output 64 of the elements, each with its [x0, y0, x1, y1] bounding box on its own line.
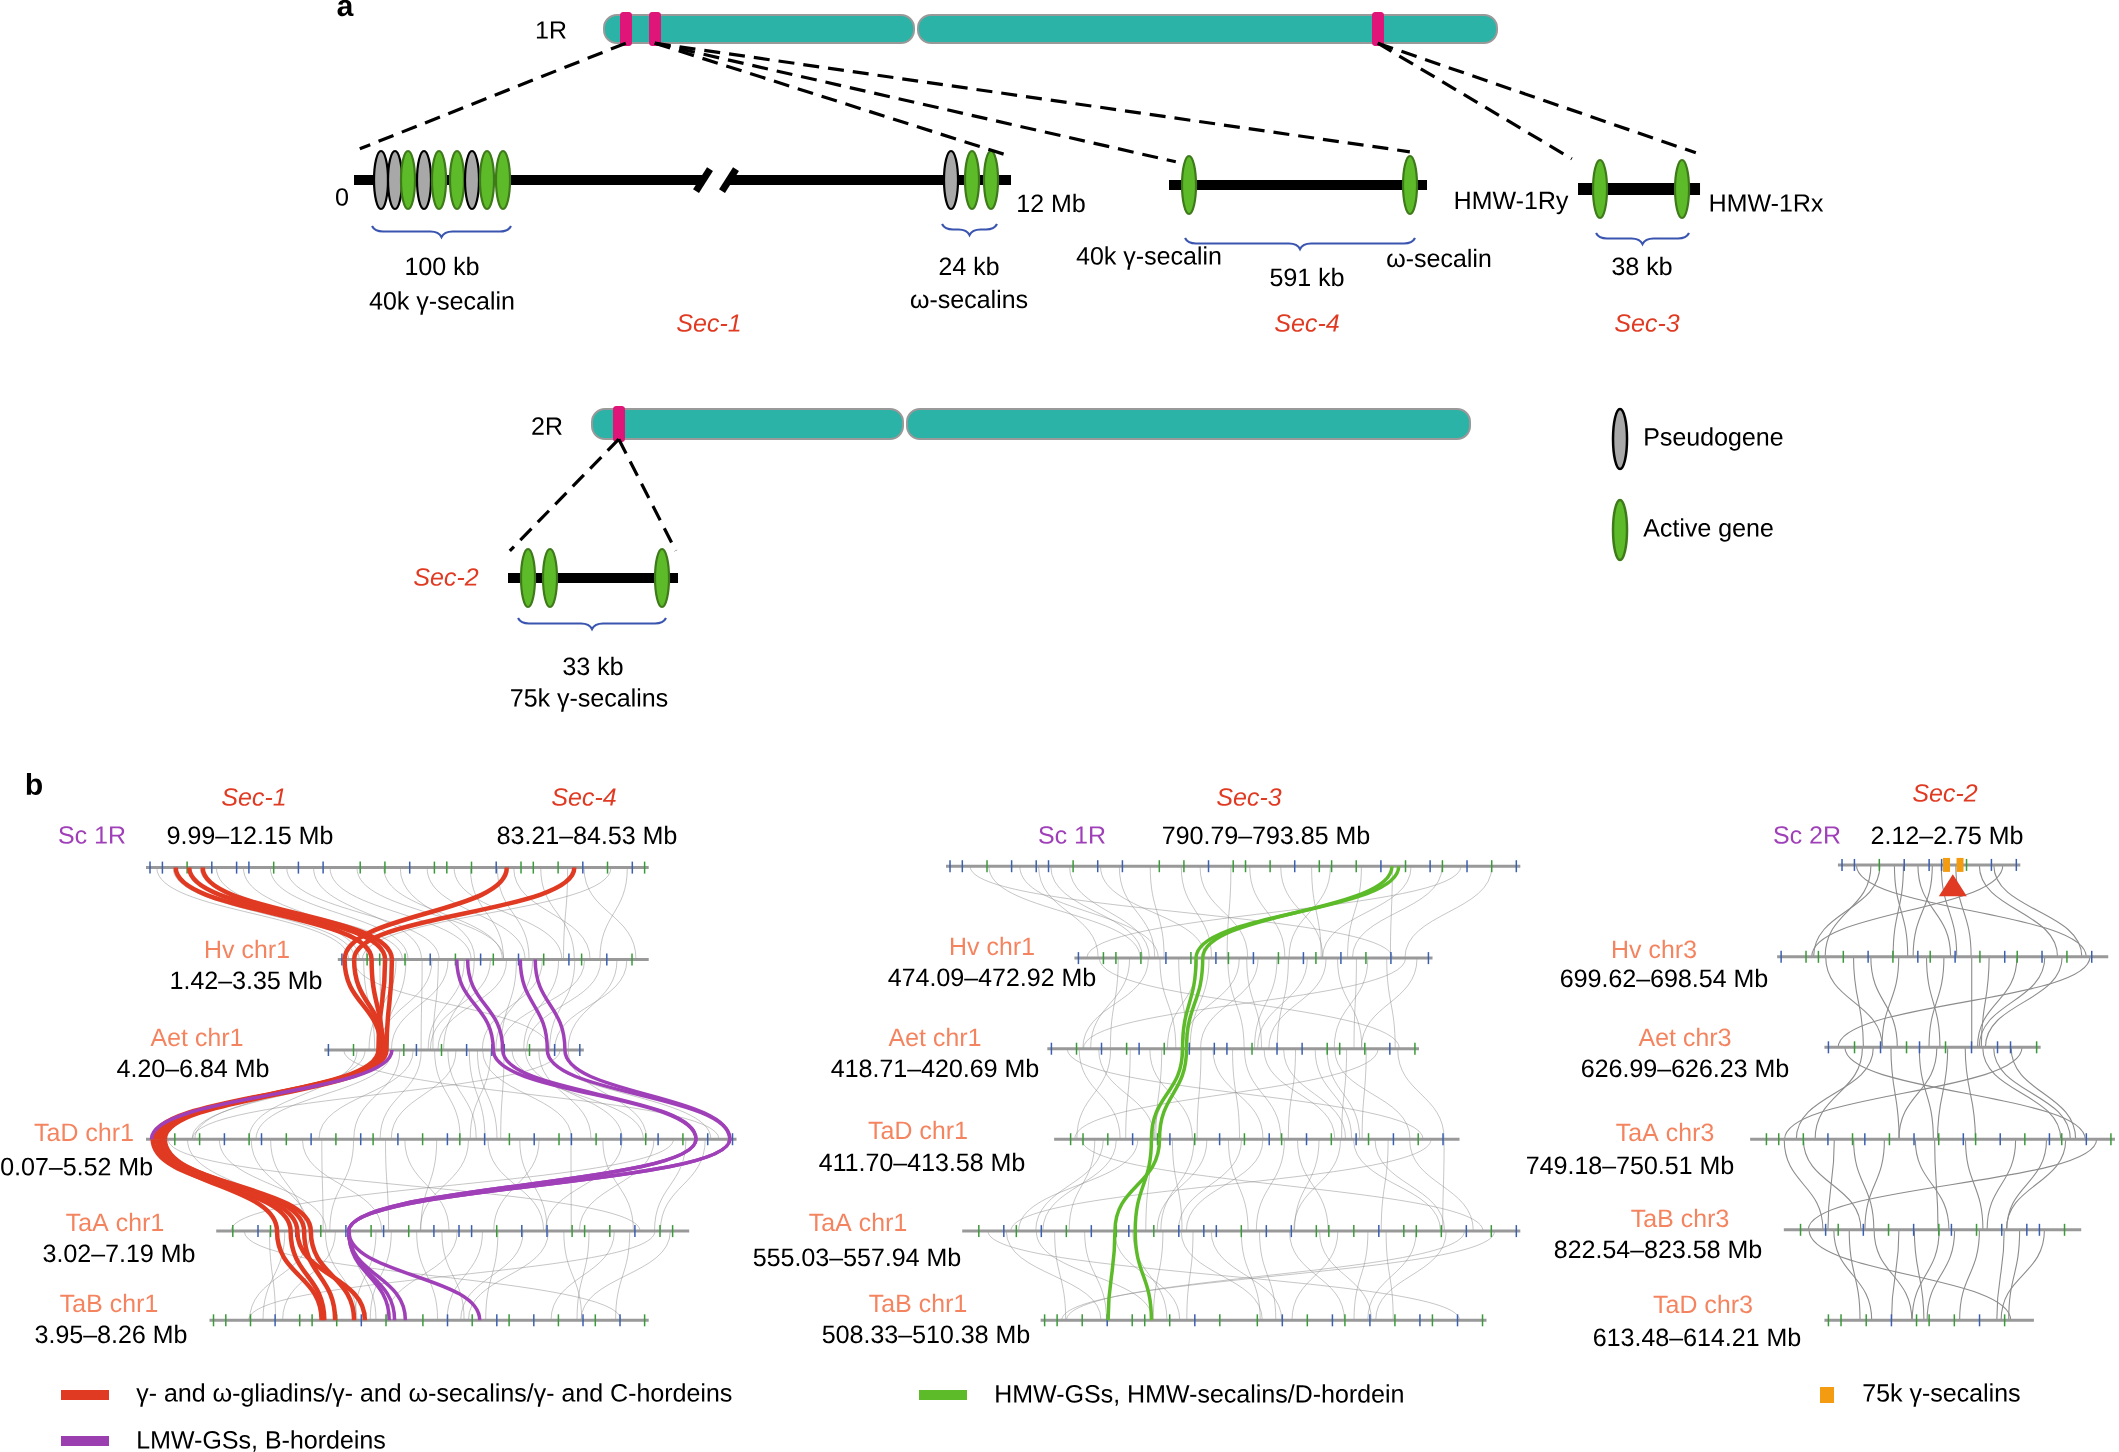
legend-text: LMW-GSs, B-hordeins: [138, 1430, 385, 1452]
chromosome-label: Hv chr1: [206, 939, 289, 959]
chromosome-label: TaD chr3: [1653, 1294, 1752, 1314]
annotation-text: 38 kb: [1612, 256, 1672, 276]
annotation-text: 508.33–510.38 Mb: [822, 1324, 1030, 1344]
annotation-text: 3.95–8.26 Mb: [35, 1324, 187, 1344]
panel-letter: a: [337, 0, 354, 17]
annotation-text: 1.42–3.35 Mb: [171, 970, 322, 990]
chromosome-label: 1R: [536, 21, 566, 39]
annotation-text: 83.21–84.53 Mb: [497, 825, 677, 845]
annotation-text: 626.99–626.23 Mb: [1582, 1058, 1789, 1078]
annotation-text: 40k γ-secalin: [369, 291, 514, 315]
annotation-text: 100 kb: [406, 256, 479, 276]
annotation-text: HMW-1Ry: [1455, 191, 1569, 215]
annotation-text: 418.71–420.69 Mb: [831, 1058, 1039, 1078]
legend-text: 75k γ-secalins: [1863, 1383, 2020, 1407]
locus-label: Sec-3: [1615, 314, 1680, 332]
annotation-text: 75k γ-secalins: [511, 688, 668, 712]
annotation-text: 4.20–6.84 Mb: [117, 1058, 269, 1078]
chromosome-label: TaB chr1: [60, 1293, 158, 1313]
legend-text: Pseudogene: [1645, 427, 1783, 451]
annotation-text: ω-secalins: [910, 289, 1028, 309]
chromosome-label: 2R: [532, 417, 562, 435]
chromosome-label: Aet chr1: [888, 1027, 981, 1047]
chromosome-label: TaB chr1: [869, 1293, 967, 1313]
legend-text: HMW-GSs, HMW-secalins/D-hordein: [996, 1384, 1403, 1406]
locus-label: Sec-1: [222, 788, 285, 806]
chromosome-label: TaA chr1: [66, 1212, 164, 1232]
annotation-text: 790.79–793.85 Mb: [1163, 825, 1370, 845]
chromosome-label: TaA chr1: [809, 1212, 907, 1232]
locus-label: Sec-4: [1275, 314, 1339, 332]
locus-label: Sec-4: [552, 788, 616, 806]
chromosome-label: Hv chr1: [951, 936, 1034, 956]
chromosome-label: Sc 1R: [1039, 826, 1105, 844]
chromosome-label: TaD chr1: [868, 1120, 967, 1140]
legend-text: γ- and ω-gliadins/γ- and ω-secalins/γ- and C-hordeins: [136, 1383, 732, 1407]
annotation-text: 9.99–12.15 Mb: [167, 825, 333, 845]
annotation-text: 24 kb: [939, 256, 999, 276]
chromosome-label: Sc 2R: [1774, 826, 1840, 844]
annotation-text: 749.18–750.51 Mb: [1527, 1155, 1734, 1175]
chromosome-label: Aet chr3: [1638, 1027, 1731, 1047]
annotation-text: 2.12–2.75 Mb: [1871, 825, 2023, 845]
annotation-text: 613.48–614.21 Mb: [1594, 1327, 1801, 1347]
annotation-text: 0.07–5.52 Mb: [1, 1157, 152, 1176]
chromosome-label: TaD chr1: [34, 1122, 133, 1142]
annotation-text: 699.62–698.54 Mb: [1561, 968, 1768, 988]
annotation-text: 33 kb: [563, 656, 623, 676]
annotation-text: 474.09–472.92 Mb: [888, 967, 1096, 987]
annotation-text: 40k γ-secalin: [1076, 246, 1221, 270]
chromosome-label: TaA chr3: [1616, 1122, 1714, 1142]
legend-text: Active gene: [1643, 518, 1773, 542]
chromosome-label: Aet chr1: [150, 1027, 243, 1047]
annotation-text: 3.02–7.19 Mb: [43, 1243, 195, 1263]
panel-letter: b: [26, 773, 42, 796]
chromosome-label: TaB chr3: [1631, 1208, 1729, 1228]
annotation-text: 555.03–557.94 Mb: [753, 1247, 961, 1267]
annotation-text: 822.54–823.58 Mb: [1554, 1239, 1762, 1259]
chromosome-label: Sc 1R: [59, 826, 125, 844]
locus-label: Sec-3: [1217, 788, 1282, 806]
annotation-text: 411.70–413.58 Mb: [819, 1152, 1025, 1172]
locus-label: Sec-1: [677, 314, 740, 332]
annotation-text: ω-secalin: [1387, 248, 1491, 268]
locus-label: Sec-2: [1913, 784, 1978, 802]
chromosome-label: Hv chr3: [1613, 939, 1696, 959]
